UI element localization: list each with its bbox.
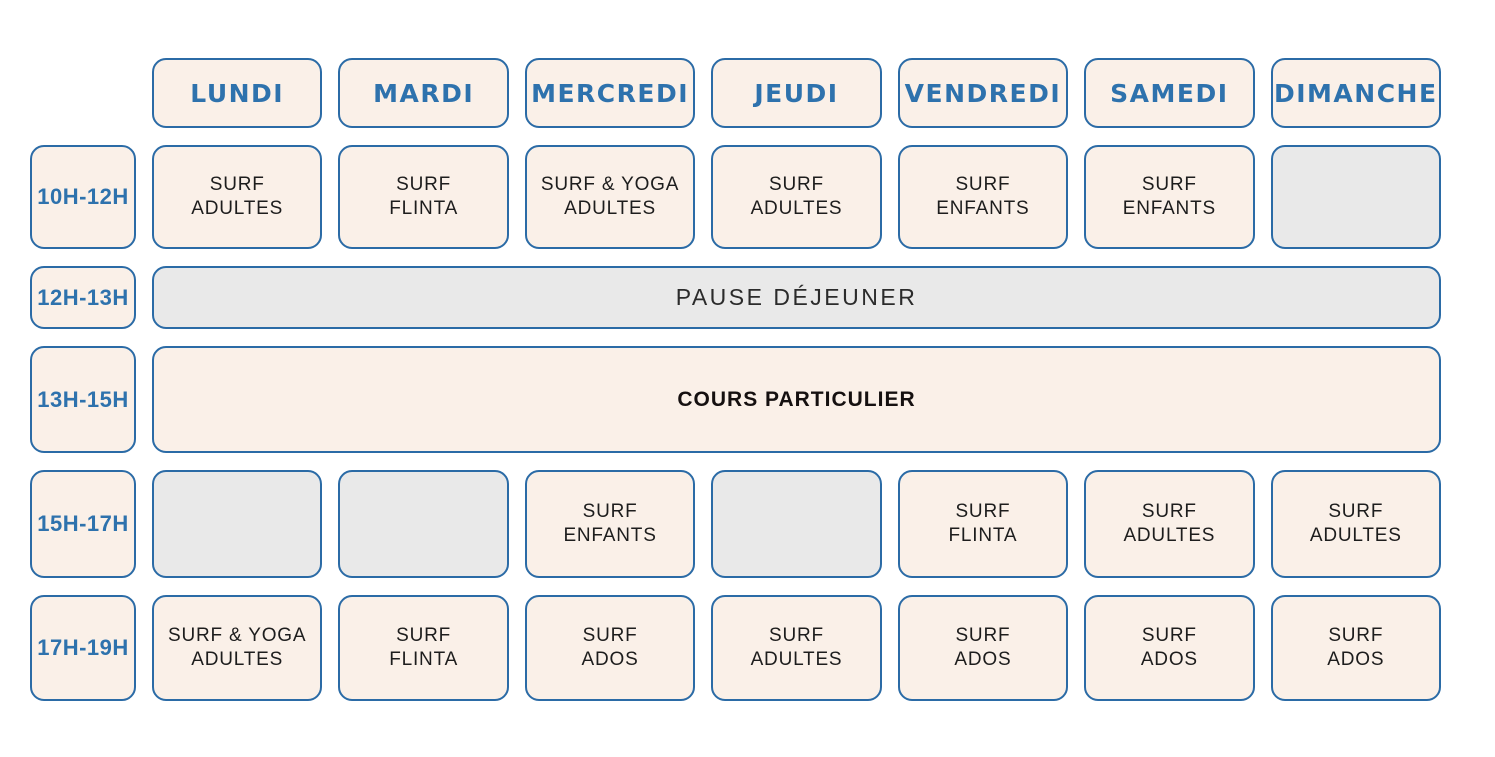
time-slot-12h-13h: 12H-13H: [30, 266, 136, 329]
cell-samedi-17h-19h: SURF ADOS: [1084, 595, 1255, 701]
cell-lundi-10h-12h: SURF ADULTES: [152, 145, 323, 249]
day-header-vendredi: VENDREDI: [897, 58, 1069, 128]
time-slot-13h-15h: 13H-15H: [30, 346, 136, 453]
cell-vendredi-17h-19h: SURF ADOS: [897, 595, 1069, 701]
day-header-jeudi: JEUDI: [711, 58, 882, 128]
cell-vendredi-15h-17h: SURF FLINTA: [897, 470, 1069, 578]
cell-dimanche-10h-12h: [1270, 145, 1441, 249]
day-header-mardi: MARDI: [338, 58, 509, 128]
day-header-lundi: LUNDI: [152, 58, 323, 128]
cell-mercredi-17h-19h: SURF ADOS: [524, 595, 696, 701]
cell-mardi-15h-17h: [338, 470, 509, 578]
day-header-samedi: SAMEDI: [1084, 58, 1255, 128]
schedule-grid: LUNDI MARDI MERCREDI JEUDI VENDREDI SAME…: [30, 58, 1441, 701]
cell-jeudi-17h-19h: SURF ADULTES: [711, 595, 882, 701]
cell-jeudi-10h-12h: SURF ADULTES: [711, 145, 882, 249]
day-header-mercredi: MERCREDI: [524, 58, 696, 128]
grid-corner-spacer: [30, 58, 136, 128]
cell-samedi-15h-17h: SURF ADULTES: [1084, 470, 1255, 578]
cours-particulier-banner: COURS PARTICULIER: [152, 346, 1441, 453]
pause-dejeuner-banner: PAUSE DÉJEUNER: [152, 266, 1441, 329]
cell-mardi-10h-12h: SURF FLINTA: [338, 145, 509, 249]
time-slot-15h-17h: 15H-17H: [30, 470, 136, 578]
cell-dimanche-17h-19h: SURF ADOS: [1270, 595, 1441, 701]
time-slot-10h-12h: 10H-12H: [30, 145, 136, 249]
cell-vendredi-10h-12h: SURF ENFANTS: [897, 145, 1069, 249]
day-header-dimanche: DIMANCHE: [1270, 58, 1441, 128]
cell-mercredi-10h-12h: SURF & YOGA ADULTES: [524, 145, 696, 249]
time-slot-17h-19h: 17H-19H: [30, 595, 136, 701]
cell-mardi-17h-19h: SURF FLINTA: [338, 595, 509, 701]
cell-mercredi-15h-17h: SURF ENFANTS: [524, 470, 696, 578]
cell-dimanche-15h-17h: SURF ADULTES: [1270, 470, 1441, 578]
cell-lundi-17h-19h: SURF & YOGA ADULTES: [152, 595, 323, 701]
cell-jeudi-15h-17h: [711, 470, 882, 578]
cell-lundi-15h-17h: [152, 470, 323, 578]
cell-samedi-10h-12h: SURF ENFANTS: [1084, 145, 1255, 249]
